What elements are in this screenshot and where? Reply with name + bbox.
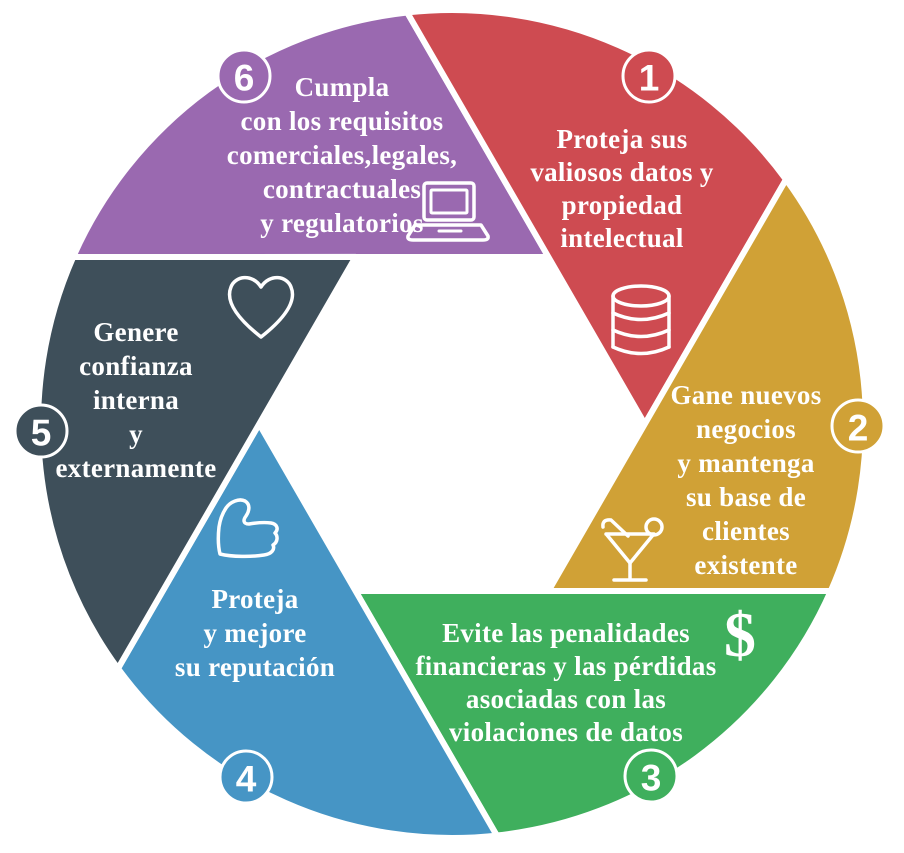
badge-number: 2	[848, 408, 869, 449]
segment-5-badge: 5	[13, 403, 69, 459]
badge-number: 1	[639, 58, 660, 99]
segment-3-blade	[352, 588, 834, 839]
heart-icon	[227, 275, 295, 339]
badge-circle	[218, 749, 274, 805]
segment-3-label: Evite las penalidades financieras y las …	[415, 618, 717, 747]
segment-2-badge: 2	[830, 398, 886, 454]
badge-circle	[621, 48, 677, 104]
segment-4-label: Proteja y mejore su reputación	[174, 584, 336, 682]
badge-number: 5	[31, 413, 52, 454]
badge-number: 3	[641, 758, 662, 799]
segment-4-badge: 4	[218, 749, 274, 805]
badge-number: 6	[234, 58, 255, 99]
cocktail-icon	[601, 517, 664, 582]
database-icon	[611, 284, 671, 356]
segment-3-badge: 3	[623, 748, 679, 804]
badge-circle	[216, 48, 272, 104]
badge-circle	[830, 398, 886, 454]
thumbs-up-icon	[216, 498, 279, 559]
segment-2-blade	[545, 176, 869, 595]
segment-6-label: Cumpla con los requisitos comerciales,le…	[226, 72, 458, 238]
segment-4-blade	[115, 420, 500, 841]
dollar-icon: $	[724, 599, 756, 670]
segment-1-blade	[404, 7, 789, 428]
segment-1-label: Proteja sus valiosos datos y propiedad i…	[530, 124, 714, 253]
segment-5-label: Genere confianza interna y externamente	[55, 317, 217, 483]
segment-1-badge: 1	[621, 48, 677, 104]
segment-2-label: Gane nuevos negocios y mantenga su base …	[670, 380, 822, 580]
badge-circle	[13, 403, 69, 459]
laptop-icon	[406, 181, 490, 242]
badge-number: 4	[236, 759, 257, 800]
segment-6-badge: 6	[216, 48, 272, 104]
badge-circle	[623, 748, 679, 804]
